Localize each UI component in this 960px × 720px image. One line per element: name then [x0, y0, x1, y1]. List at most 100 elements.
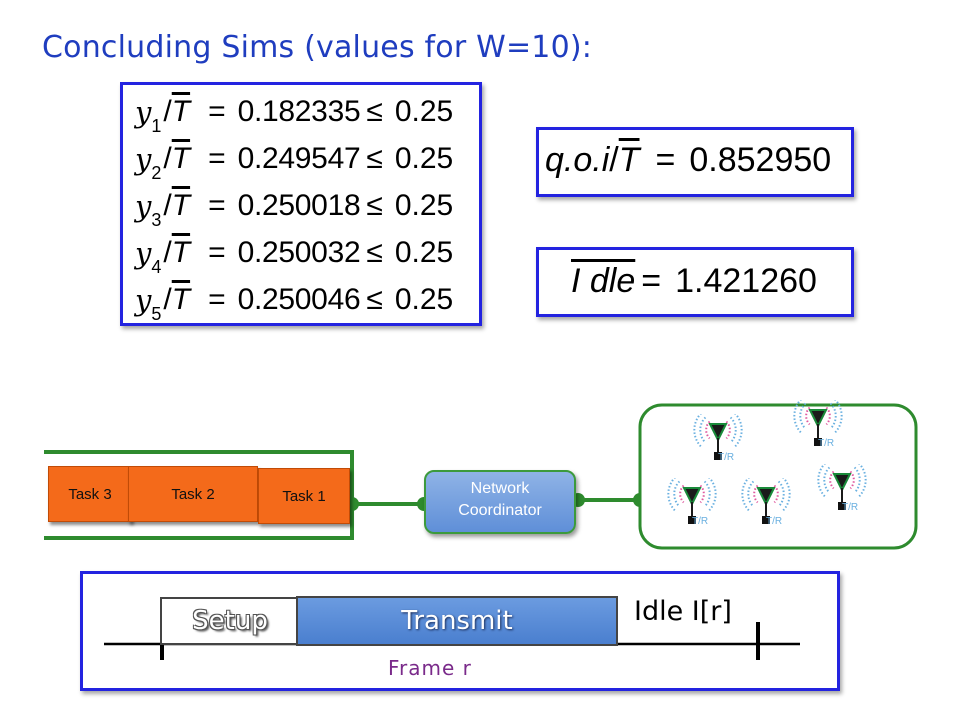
- radio-wave: [793, 400, 802, 434]
- ratio-rel: ≤: [366, 283, 383, 316]
- ratio-rel: ≤: [366, 142, 383, 175]
- slash: /: [163, 236, 172, 269]
- ratio-value: 0.250018: [237, 189, 361, 222]
- transmit-block: Transmit: [296, 596, 618, 646]
- antenna-label: T/R: [842, 502, 858, 513]
- radio-wave: [708, 478, 717, 512]
- ratio-sub: 2: [151, 163, 162, 183]
- radio-wave: [699, 484, 705, 504]
- antenna-label: T/R: [818, 438, 834, 449]
- equals: =: [208, 189, 226, 222]
- radio-wave: [782, 478, 791, 512]
- antenna-head: [708, 423, 728, 443]
- task-label: Task 1: [282, 487, 326, 505]
- radio-wave: [673, 480, 681, 508]
- antenna-base: [838, 502, 846, 510]
- ratio-bound: 0.25: [394, 236, 454, 269]
- ratio-sub: 4: [151, 257, 162, 277]
- radio-wave: [853, 466, 861, 494]
- radio-wave: [777, 480, 785, 508]
- ratio-value: 0.250046: [237, 283, 361, 316]
- antenna-head: [756, 487, 776, 507]
- radio-wave: [693, 414, 702, 448]
- task-1: Task 1: [258, 468, 350, 524]
- frame-label: Frame r: [388, 656, 472, 680]
- radio-wave: [679, 484, 685, 504]
- radio-wave: [825, 406, 831, 426]
- radio-wave: [823, 466, 831, 494]
- ratio-den: T: [171, 189, 191, 222]
- slash: /: [609, 141, 619, 179]
- radio-wave: [834, 400, 843, 434]
- ratio-var: y: [135, 95, 152, 129]
- antenna-label: T/R: [718, 452, 734, 463]
- ratio-rel: ≤: [366, 236, 383, 269]
- ratio-den: T: [171, 95, 191, 128]
- equals: =: [208, 236, 226, 269]
- ratio-var: y: [135, 283, 152, 317]
- slash: /: [163, 283, 172, 316]
- ratio-var: y: [135, 142, 152, 176]
- idle-value: 1.421260: [675, 262, 817, 300]
- ratio-var: y: [135, 236, 152, 270]
- ratio-sub: 3: [151, 210, 162, 230]
- ratio-rel: ≤: [366, 189, 383, 222]
- qoi-equation: q.o.i/T=0.852950: [545, 141, 831, 180]
- ratio-bound: 0.25: [394, 283, 454, 316]
- node-cloud: [638, 403, 918, 550]
- coordinator-line2: Coordinator: [458, 502, 542, 519]
- equals: =: [208, 283, 226, 316]
- radio-wave: [705, 420, 711, 440]
- coordinator-line1: Network: [470, 480, 530, 497]
- antenna-base: [714, 452, 722, 460]
- ratio-sub: 5: [151, 304, 162, 324]
- radio-wave: [753, 484, 759, 504]
- antenna-base: [688, 516, 696, 524]
- ratio-value: 0.182335: [237, 95, 361, 128]
- radio-wave: [729, 416, 737, 444]
- idle-label: Idle I[r]: [634, 596, 732, 627]
- ratio-bound: 0.25: [394, 142, 454, 175]
- slash: /: [163, 142, 172, 175]
- setup-label: Setup: [192, 606, 268, 636]
- antenna-icon: T/R: [667, 478, 717, 527]
- antenna-label: T/R: [766, 516, 782, 527]
- radio-wave: [805, 406, 811, 426]
- ratio-den: T: [171, 283, 191, 316]
- ratio-sub: 1: [151, 116, 162, 136]
- radio-wave: [667, 478, 676, 512]
- antenna-head: [682, 487, 702, 507]
- ratio-value: 0.250032: [237, 236, 361, 269]
- radio-wave: [773, 484, 779, 504]
- radio-wave: [699, 416, 707, 444]
- equals: =: [641, 262, 662, 300]
- radio-wave: [829, 470, 835, 490]
- ratio-den: T: [171, 236, 191, 269]
- equals: =: [655, 141, 676, 179]
- ratio-bound: 0.25: [394, 189, 454, 222]
- equals: =: [208, 142, 226, 175]
- radio-wave: [858, 464, 867, 498]
- slash: /: [163, 189, 172, 222]
- task-label: Task 3: [68, 485, 112, 503]
- transmit-label: Transmit: [401, 606, 513, 636]
- antenna-label: T/R: [692, 516, 708, 527]
- task-2: Task 2: [128, 466, 258, 522]
- idle-equation: I dle=1.421260: [571, 262, 817, 301]
- radio-wave: [849, 470, 855, 490]
- ratio-rel: ≤: [366, 95, 383, 128]
- task-label: Task 2: [171, 485, 215, 503]
- radio-wave: [829, 402, 837, 430]
- radio-wave: [747, 480, 755, 508]
- qoi-box: q.o.i/T=0.852950: [536, 127, 854, 197]
- radio-wave: [817, 464, 826, 498]
- ratio-bound: 0.25: [394, 95, 454, 128]
- radio-wave: [741, 478, 750, 512]
- ratio-value: 0.249547: [237, 142, 361, 175]
- equals: =: [208, 95, 226, 128]
